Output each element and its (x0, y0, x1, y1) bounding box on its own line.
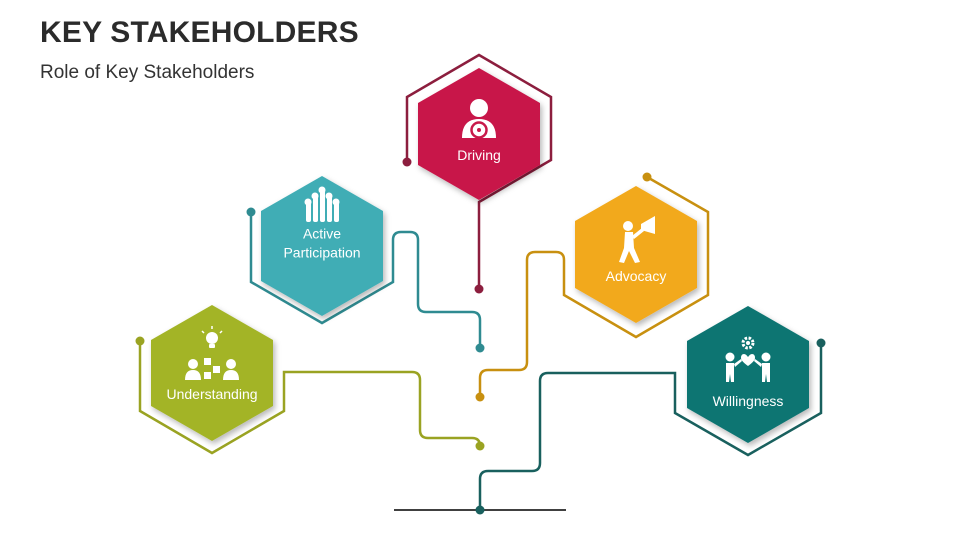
hexagon-driving: Driving (418, 68, 540, 200)
hexagon-label-line: Understanding (166, 386, 257, 402)
hexagon-label-line: Participation (283, 245, 360, 261)
hexagon-label: Advocacy (606, 268, 667, 284)
slide-subtitle: Role of Key Stakeholders (40, 62, 255, 83)
slide-title: KEY STAKEHOLDERS (40, 16, 359, 49)
connector-end-dot (402, 157, 412, 167)
connector-advocacy (478, 175, 710, 397)
connector-end-dot (816, 338, 826, 348)
connector-understanding (138, 341, 482, 455)
connector-end-dot (474, 284, 484, 294)
hexagon-label-line: Driving (457, 147, 501, 163)
hexagon-label-line: Advocacy (606, 268, 667, 284)
helping-people-icon (725, 336, 771, 382)
collaboration-icon (185, 326, 239, 380)
hexagon-label: Driving (457, 147, 501, 163)
connector-end-dot (475, 441, 485, 451)
connector-willingness (478, 343, 823, 510)
hexagon-label: Understanding (166, 386, 257, 402)
hexagon-label: Willingness (713, 393, 784, 409)
driver-icon (462, 99, 496, 139)
connector-end-dot (475, 505, 485, 515)
connector-end-dot (475, 343, 485, 353)
hexagon-label-line: Active (303, 226, 341, 242)
connector-participation (249, 212, 482, 348)
hexagon-advocacy: Advocacy (575, 186, 697, 323)
raised-hands-icon (304, 186, 340, 222)
megaphone-icon (619, 216, 655, 263)
hexagon-willingness: Willingness (687, 306, 809, 443)
connector-end-dot (135, 336, 145, 346)
connector-end-dot (642, 172, 652, 182)
connector-end-dot (246, 207, 256, 217)
hexagon-understanding: Understanding (151, 305, 273, 441)
connector-end-dot (475, 392, 485, 402)
hexagon-label-line: Willingness (713, 393, 784, 409)
connector-driving (405, 53, 553, 289)
